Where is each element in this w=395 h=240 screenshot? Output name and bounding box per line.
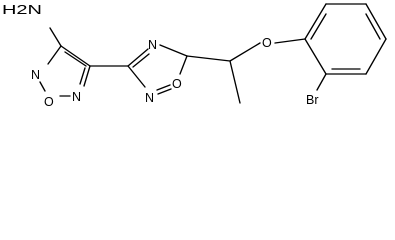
bond-o-aryl (274, 38, 306, 44)
furazan-o-label: O (44, 95, 54, 109)
furazan-ring (39, 45, 91, 97)
bond-c1-c2 (304, 38, 327, 75)
bond-c6-c1-inner (310, 13, 327, 40)
bromine-label: Br (306, 93, 319, 107)
bond-n2-o1 (156, 84, 171, 91)
bond-c5-ch (186, 55, 231, 62)
bond-c4-c5-inner (365, 13, 381, 40)
ether-o-label: O (262, 36, 272, 50)
bond-c5-o1 (179, 55, 188, 75)
oxadiazole-ring (127, 44, 188, 95)
structure-canvas: H2N N O N N N O O Br (2, 3, 387, 109)
bond-c3-c4-double (64, 51, 87, 67)
bond-n-o-left (39, 81, 46, 92)
bond-c4-n-double (79, 67, 86, 85)
bond-c3-n (47, 45, 62, 65)
furazan-n-bottom-label: N (72, 90, 81, 104)
bond-c4-c5 (365, 3, 387, 40)
oxadiazole-n-bottom-label: N (145, 91, 154, 105)
bond-c3-c4 (60, 45, 91, 67)
bond-c-amine (49, 27, 62, 47)
chemical-structure-diagram: H2N N O N N N O O Br (2, 3, 387, 109)
bond-ch-o (229, 42, 261, 62)
bond-c3-n4-double (132, 53, 150, 68)
bond-c4-n (83, 65, 91, 87)
benzene-ring (304, 3, 387, 75)
bond-ch-methyl (229, 60, 241, 104)
bond-n2-o1-double (157, 88, 172, 95)
oxadiazole-n-top-label: N (148, 38, 157, 52)
bond-c2-br (316, 73, 327, 91)
bond-c3-c4 (365, 38, 387, 75)
bond-c6-c1 (304, 3, 327, 40)
oxadiazole-o-label: O (172, 77, 182, 91)
bond-n4-c5 (159, 44, 188, 57)
amine-label: H2N (2, 3, 42, 17)
bond-c3-n2 (127, 65, 146, 88)
furazan-n-top-label: N (31, 68, 40, 82)
bond-c3-n4 (127, 48, 149, 67)
